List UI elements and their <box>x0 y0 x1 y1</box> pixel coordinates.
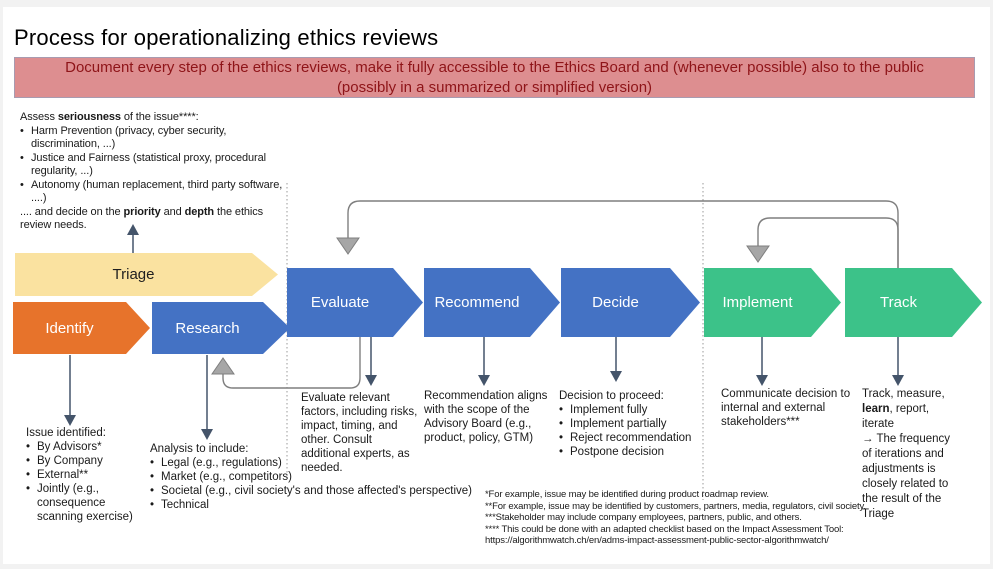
documentation-banner-text: Document every step of the ethics review… <box>65 58 924 96</box>
footnote-line: **For example, issue may be identified b… <box>485 500 866 512</box>
detail-evaluate-text: Evaluate relevant factors, including ris… <box>301 392 418 474</box>
detail-decide-title: Decision to proceed: <box>559 390 664 402</box>
step-chevron-decide: Decide <box>561 268 700 337</box>
text-segment: .... and decide on the <box>20 205 124 218</box>
step-label-track: Track <box>880 294 917 311</box>
step-chevron-identify: Identify <box>13 302 150 354</box>
detail-track-arrow-note: → The frequency of iterations and adjust… <box>862 433 951 520</box>
text-segment: the ethics review needs. <box>20 205 264 232</box>
footnote-line: *For example, issue may be identified du… <box>485 489 769 500</box>
text-segment: , report, iterate <box>862 403 930 430</box>
detail-recommend: Recommendation aligns with the scope of … <box>424 389 560 445</box>
text-segment: and <box>160 205 185 218</box>
detail-implement: Communicate decision to internal and ext… <box>721 387 859 429</box>
detail-identify-bullets: •By Advisors* •By Company •External** •Join… <box>26 440 148 524</box>
detail-track: Track, measure, learn, report, iterate →… <box>862 387 960 522</box>
detail-implement-text: Communicate decision to internal and ext… <box>721 388 851 428</box>
detail-track-intro: Track, measure, learn, report, iterate <box>862 387 960 432</box>
text-segment: learn <box>862 403 890 415</box>
triage-note-intro: Assess seriousness of the issue****: <box>20 111 292 125</box>
step-chevron-implement: Implement <box>704 268 841 337</box>
arrowhead-evaluate-detail <box>365 375 377 386</box>
text-segment: seriousness <box>57 111 121 123</box>
page-title: Process for operationalizing ethics revi… <box>14 25 439 50</box>
left-margin-strip <box>0 0 3 569</box>
bullet-item: •Jointly (e.g., consequence scanning exe… <box>26 483 133 523</box>
connector-track-to-implement <box>757 217 899 268</box>
triage-note: Assess seriousness of the issue****: •Ha… <box>20 111 292 233</box>
arrowhead-recommend-detail <box>478 375 490 386</box>
step-label-triage: Triage <box>112 266 155 283</box>
bullet-item: •By Company <box>26 455 103 467</box>
bullet-item: •Market (e.g., competitors) <box>150 471 293 483</box>
detail-evaluate: Evaluate relevant factors, including ris… <box>301 391 423 475</box>
step-label-evaluate: Evaluate <box>310 294 370 311</box>
top-margin-strip <box>0 0 993 7</box>
text-segment: depth <box>184 205 215 218</box>
text-segment: Track, measure, <box>862 388 945 400</box>
step-label-decide: Decide <box>592 294 639 311</box>
step-label-research: Research <box>175 319 240 337</box>
step-label-implement: Implement <box>722 294 793 311</box>
step-chevron-research: Research <box>152 302 290 354</box>
arrowhead-track-to-implement <box>746 245 770 263</box>
detail-decide: Decision to proceed: •Implement fully•Im… <box>559 389 724 459</box>
step-label-identify: Identify <box>45 319 94 337</box>
step-label-recommend: Recommend <box>434 294 520 311</box>
bullet-item: •Autonomy (human replacement, third part… <box>20 178 283 205</box>
bullet-item: •Harm Prevention (privacy, cyber securit… <box>20 124 227 151</box>
documentation-banner: Document every step of the ethics review… <box>14 57 975 98</box>
triage-note-bullets: •Harm Prevention (privacy, cyber securit… <box>20 125 292 206</box>
arrowhead-track-to-evaluate <box>336 237 360 255</box>
arrowhead-implement-detail <box>756 375 768 386</box>
detail-identify: Issue identified: •By Advisors* •By Compa… <box>26 426 148 524</box>
arrowhead-identify-detail <box>64 415 76 426</box>
detail-research-bullets: •Legal (e.g., regulations) •Market (e.g.,… <box>150 456 495 512</box>
footnote-line: ***Stakeholder may include company emplo… <box>485 512 802 523</box>
step-chevron-triage: Triage <box>15 253 278 296</box>
detail-research: Analysis to include: •Legal (e.g., regul… <box>150 442 495 512</box>
bottom-margin-strip <box>0 564 993 569</box>
detail-identify-title: Issue identified: <box>26 427 106 439</box>
bullet-item: •Legal (e.g., regulations) <box>150 457 282 469</box>
bullet-item: •Reject recommendation <box>559 432 692 444</box>
arrowhead-evaluate-to-research <box>211 357 235 375</box>
arrowhead-decide-detail <box>610 371 622 382</box>
triage-note-outro: .... and decide on the priority and dept… <box>20 206 292 233</box>
right-margin-strip <box>990 0 993 569</box>
connector-track-to-evaluate <box>347 200 899 268</box>
step-chevron-evaluate: Evaluate <box>287 268 423 337</box>
bullet-item: •Technical <box>150 499 209 511</box>
bullet-item: •By Advisors* <box>26 441 102 453</box>
detail-research-title: Analysis to include: <box>150 443 249 455</box>
detail-decide-bullets: •Implement fully •Implement partially •Rej… <box>559 403 724 459</box>
text-segment: of the issue****: <box>120 111 199 123</box>
text-segment: Assess <box>20 111 58 123</box>
step-chevron-recommend: Recommend <box>424 268 560 337</box>
text-segment: priority <box>123 205 161 218</box>
arrowhead-research-detail <box>201 429 213 440</box>
footnote-line: **** This could be done with an adapted … <box>485 523 844 547</box>
bullet-item: •Implement fully <box>559 404 648 416</box>
bullet-item: •Societal (e.g., civil society's and tho… <box>150 485 472 497</box>
footnotes: *For example, issue may be identified du… <box>485 489 867 547</box>
bullet-item: •Justice and Fairness (statistical proxy… <box>20 151 266 178</box>
bullet-item: •Implement partially <box>559 418 667 430</box>
bullet-item: •External** <box>26 469 89 481</box>
bullet-item: •Postpone decision <box>559 446 664 458</box>
detail-recommend-text: Recommendation aligns with the scope of … <box>424 390 548 444</box>
arrowhead-track-detail <box>892 375 904 386</box>
step-chevron-track: Track <box>845 268 982 337</box>
